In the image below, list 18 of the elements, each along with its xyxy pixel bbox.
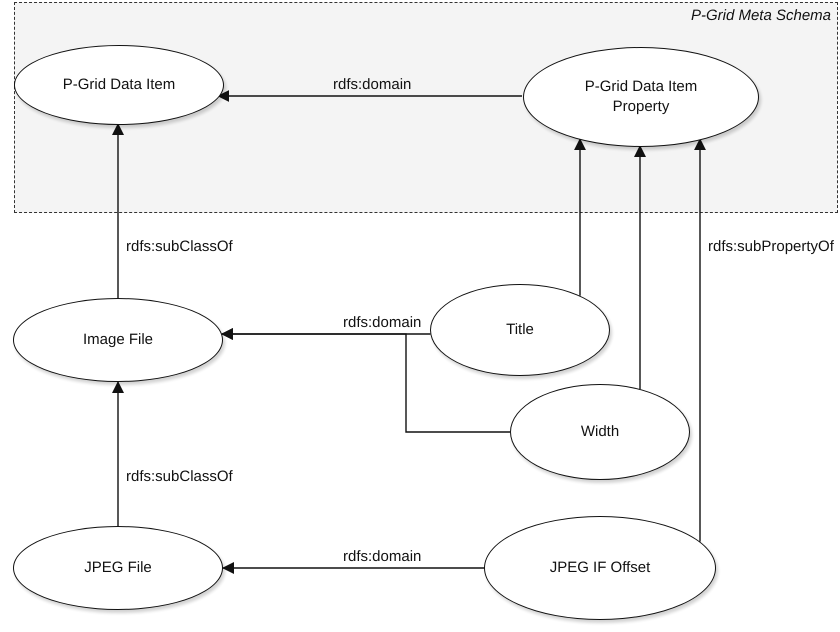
node-label: JPEG IF Offset — [548, 558, 652, 578]
node-label: Title — [505, 320, 535, 340]
node-label: P-Grid Data Item Property — [584, 76, 698, 117]
node-label: Image File — [82, 330, 154, 350]
node-label: Width — [580, 422, 620, 442]
arrow — [112, 123, 124, 298]
edge-label: rdfs:subPropertyOf — [706, 238, 836, 256]
arrow — [217, 90, 522, 102]
arrow — [694, 138, 706, 542]
node-label: JPEG File — [83, 558, 153, 578]
group-title: P-Grid Meta Schema — [690, 7, 831, 24]
arrow — [574, 138, 586, 296]
arrow — [112, 381, 124, 526]
arrow — [220, 328, 510, 433]
node-label: P-Grid Data Item — [62, 74, 176, 95]
arrow — [222, 562, 484, 574]
group-band — [14, 2, 838, 213]
arrow — [634, 145, 646, 389]
